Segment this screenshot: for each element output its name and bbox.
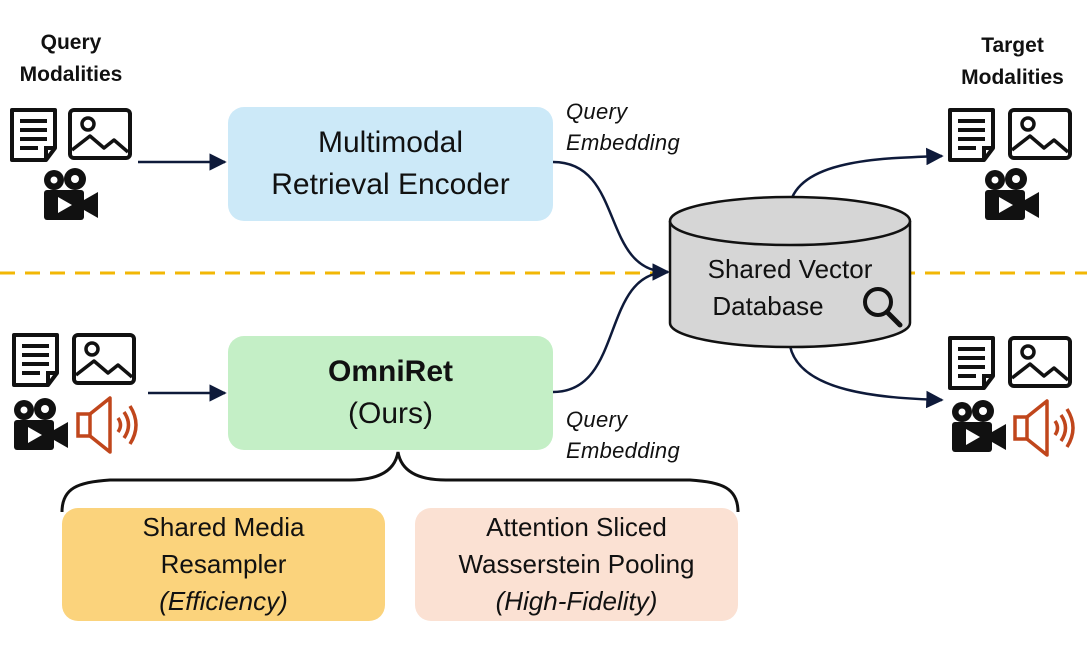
query-embedding-label-top: Query Embedding: [566, 96, 680, 158]
encoder-line1: Multimodal: [317, 126, 464, 159]
omniret-subtitle: (Ours): [348, 397, 433, 430]
arrow-database-to-target-bottom: [788, 345, 944, 409]
omniret-brace: [60, 451, 740, 513]
query-modalities-line1: Query: [40, 31, 102, 54]
query-modalities-heading: Query Modalities: [0, 27, 142, 91]
arrow-omniret-to-database: [552, 263, 670, 394]
target-modalities-line1: Target: [981, 34, 1044, 57]
arrow-encoder-to-database: [552, 160, 670, 281]
video-camera-icon: [952, 400, 1006, 452]
speaker-icon: [76, 396, 138, 454]
target-modalities-line2: Modalities: [961, 66, 1064, 89]
database-line2: Database: [712, 291, 824, 321]
magnifier-icon: [863, 287, 903, 328]
document-icon: [12, 333, 59, 387]
image-icon: [1008, 336, 1072, 388]
query-modalities-line2: Modalities: [19, 63, 123, 86]
pooling-line1: Attention Sliced: [486, 512, 667, 542]
embedding-bottom-line1: Query: [566, 407, 628, 432]
document-icon: [948, 108, 995, 162]
resampler-line2: Resampler: [160, 549, 287, 579]
encoder-line2: Retrieval Encoder: [271, 168, 510, 201]
pooling-line2: Wasserstein Pooling: [458, 549, 695, 579]
video-camera-icon: [985, 168, 1039, 220]
omniret-title: OmniRet: [327, 355, 453, 388]
video-camera-icon: [44, 168, 98, 220]
shared-media-resampler-box: Shared Media Resampler (Efficiency): [62, 508, 385, 621]
multimodal-retrieval-encoder-box: Multimodal Retrieval Encoder: [228, 107, 553, 221]
image-icon: [72, 333, 136, 385]
target-modalities-heading: Target Modalities: [940, 30, 1085, 94]
database-line1: Shared Vector: [707, 254, 873, 284]
pooling-line3: (High-Fidelity): [495, 586, 658, 616]
image-icon: [1008, 108, 1072, 160]
embedding-top-line1: Query: [566, 99, 628, 124]
embedding-top-line2: Embedding: [566, 130, 680, 155]
omniret-box: OmniRet (Ours): [228, 336, 553, 450]
shared-vector-database-label: Shared Vector Database: [680, 251, 900, 325]
document-icon: [10, 108, 57, 162]
document-icon: [948, 336, 995, 390]
arrow-database-to-target-top: [788, 147, 944, 205]
speaker-icon: [1013, 399, 1075, 457]
query-embedding-label-bottom: Query Embedding: [566, 404, 680, 466]
video-camera-icon: [14, 398, 68, 450]
resampler-line1: Shared Media: [142, 512, 305, 542]
embedding-bottom-line2: Embedding: [566, 438, 680, 463]
resampler-line3: (Efficiency): [159, 586, 288, 616]
image-icon: [68, 108, 132, 160]
attention-sliced-wasserstein-pooling-box: Attention Sliced Wasserstein Pooling (Hi…: [415, 508, 738, 621]
